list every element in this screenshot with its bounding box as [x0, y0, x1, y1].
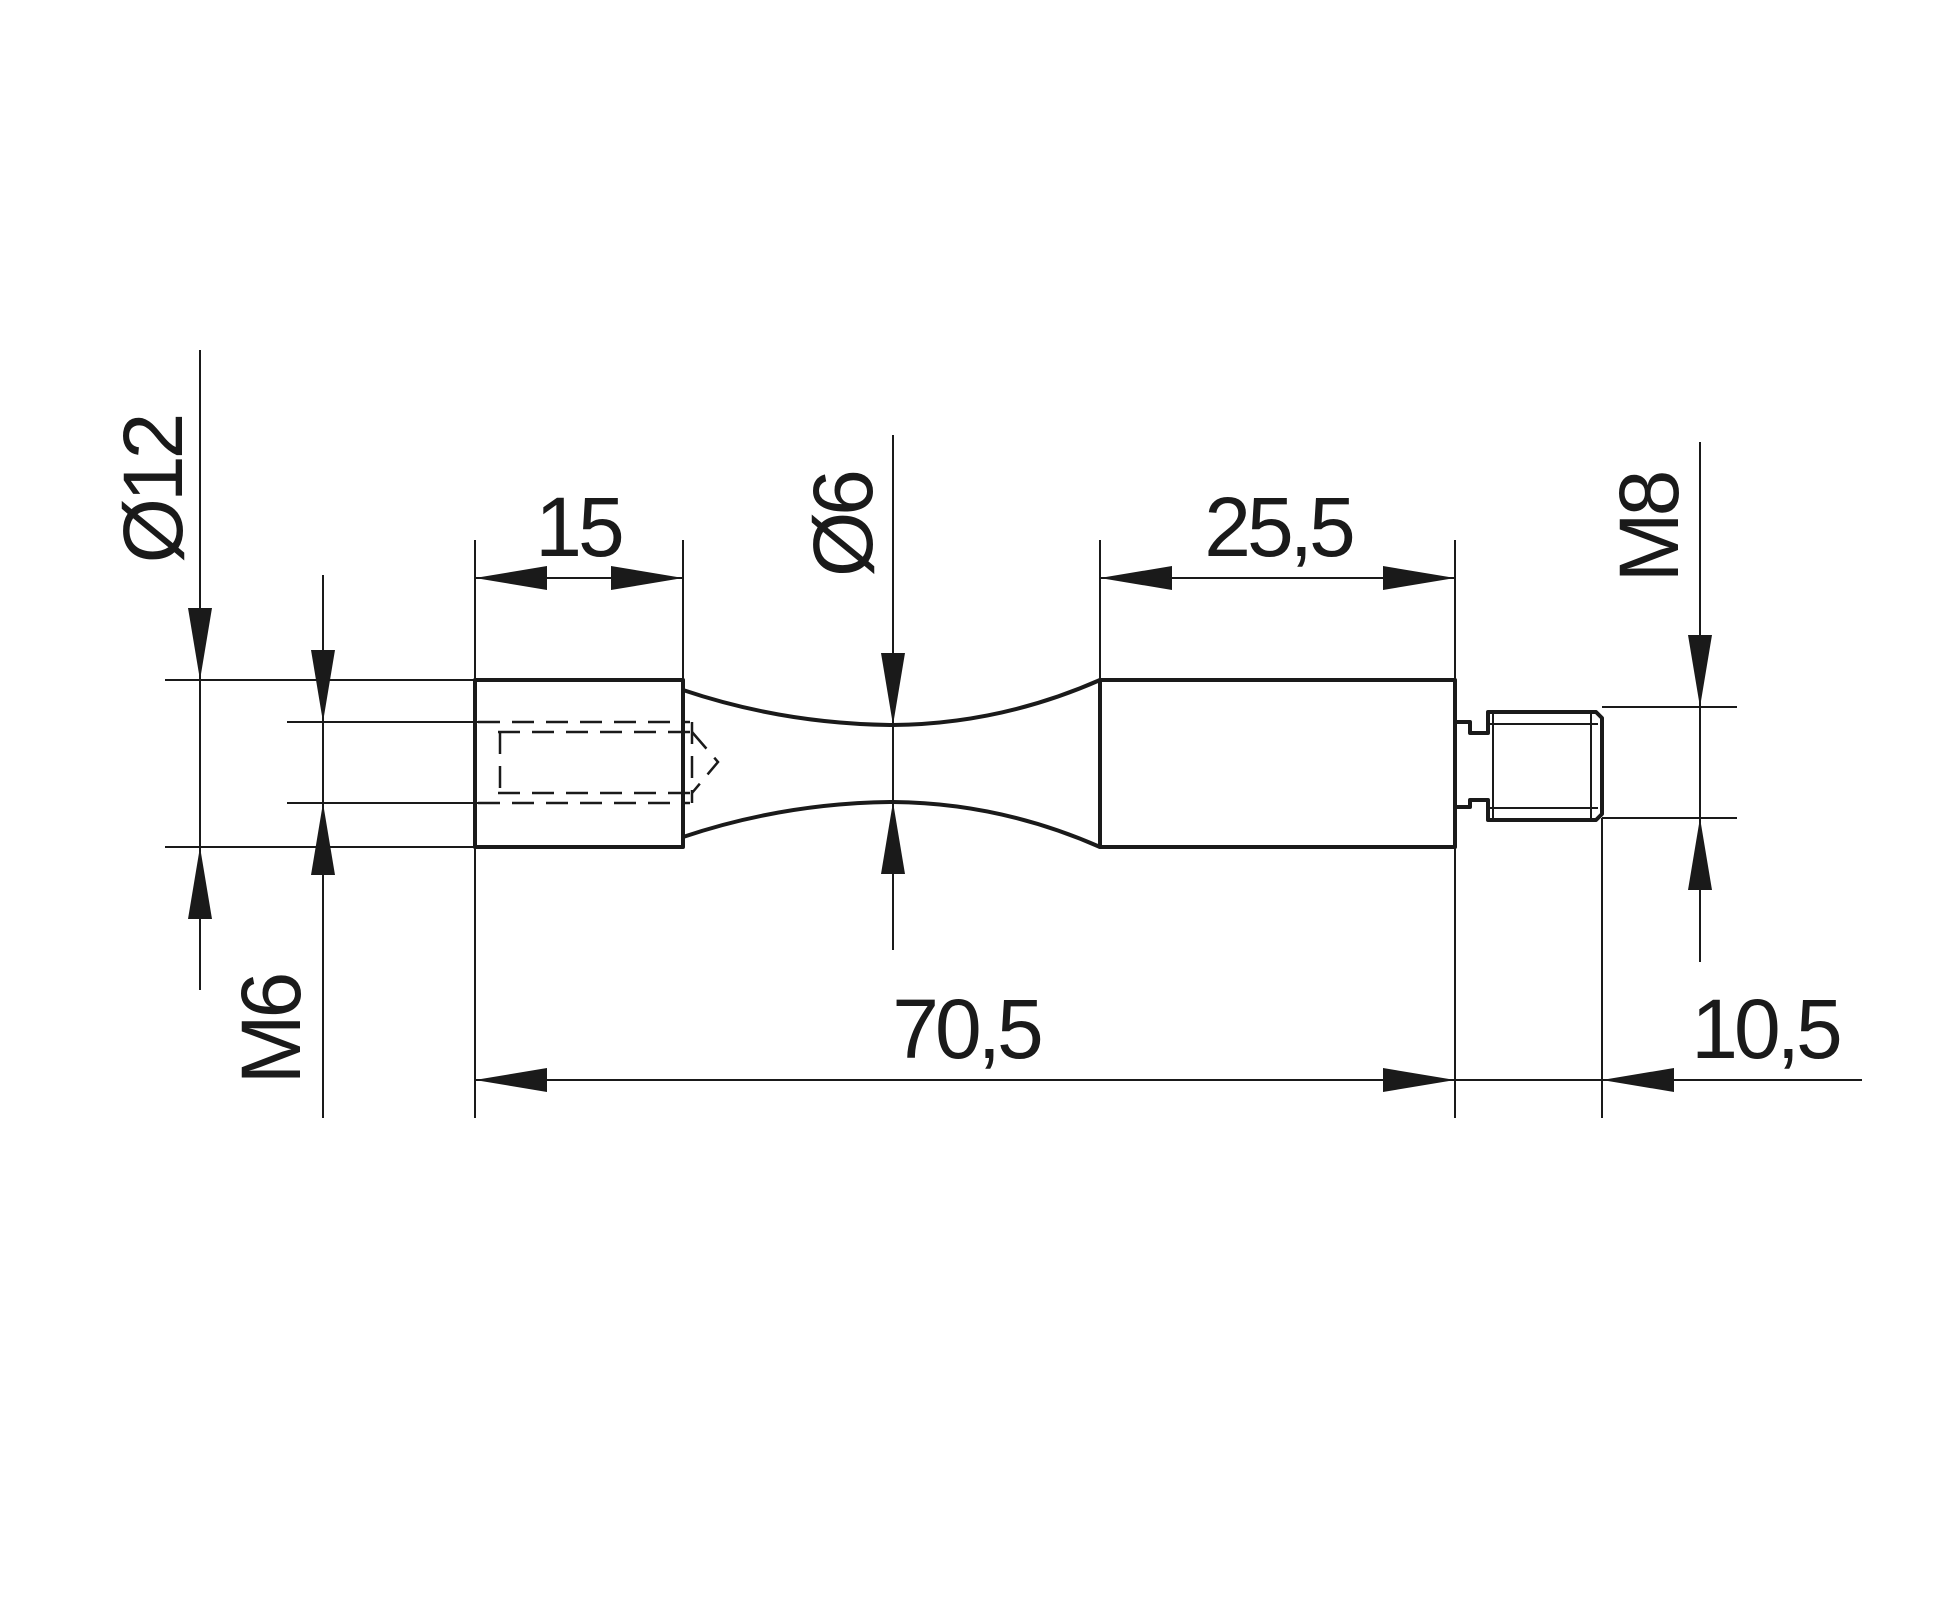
label-m6: M6 — [224, 974, 318, 1084]
threaded-stud — [1455, 710, 1604, 822]
internal-thread-hidden — [478, 720, 720, 805]
label-m8: M8 — [1602, 472, 1696, 582]
dimension-15 — [475, 566, 683, 590]
label-25-5: 25,5 — [1204, 480, 1353, 574]
dimension-dia12 — [188, 350, 212, 990]
right-cylinder — [1098, 678, 1457, 849]
dimension-m8 — [1688, 442, 1712, 962]
label-70-5: 70,5 — [892, 982, 1041, 1076]
dimension-10-5 — [1455, 1068, 1862, 1092]
dimension-m6 — [311, 575, 335, 1118]
label-10-5: 10,5 — [1691, 982, 1840, 1076]
left-cylinder — [473, 678, 685, 849]
label-dia12: Ø12 — [106, 416, 200, 563]
dimension-70-5 — [475, 1068, 1455, 1092]
dimension-dia6 — [881, 435, 905, 950]
dimension-25-5 — [1100, 566, 1455, 590]
extension-lines — [165, 540, 1737, 1118]
part-outline — [473, 678, 1604, 849]
label-dia6: Ø6 — [796, 472, 890, 577]
label-15: 15 — [535, 480, 622, 574]
